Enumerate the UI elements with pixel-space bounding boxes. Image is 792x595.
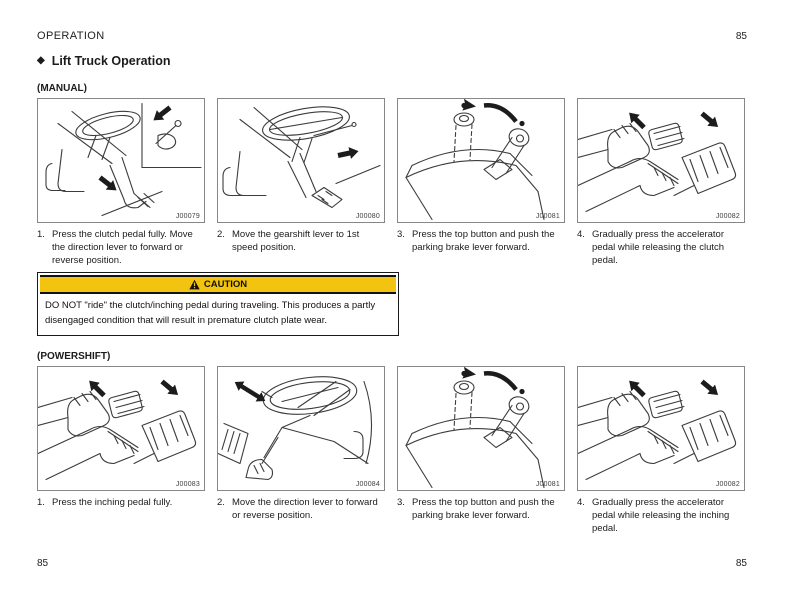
caption-number: 3. (397, 229, 405, 240)
caution-box: CAUTION DO NOT "ride" the clutch/inching… (37, 272, 399, 336)
caption-number: 2. (217, 229, 225, 240)
figure-code: J00081 (535, 481, 560, 488)
caption-text: Press the inching pedal fully. (52, 497, 173, 508)
caption-item: 2. Move the gearshift lever to 1st speed… (217, 228, 385, 267)
parking-brake-illustration-icon (398, 99, 564, 222)
page-title: ◆ Lift Truck Operation (37, 54, 747, 68)
caption-text: Press the clutch pedal fully. Move the d… (52, 229, 193, 266)
caption-number: 4. (577, 497, 585, 508)
figure-panel: J00081 (397, 366, 565, 491)
parking-brake-illustration-icon (398, 367, 564, 490)
caption-row-powershift: 1. Press the inching pedal fully. 2. Mov… (37, 496, 747, 535)
figure-code: J00079 (175, 213, 200, 220)
header-section-title: OPERATION (37, 30, 105, 42)
caution-label: CAUTION (203, 279, 248, 290)
figure-code: J00084 (355, 481, 380, 488)
page-header: OPERATION 85 (37, 30, 747, 42)
caption-item: 3. Press the top button and push the par… (397, 228, 565, 267)
pedals-feet-illustration-icon (578, 375, 737, 481)
warning-triangle-icon (189, 279, 200, 290)
clutch-pedal-illustration-icon (45, 102, 202, 217)
page-number-top: 85 (735, 31, 747, 42)
diamond-bullet-icon: ◆ (37, 55, 45, 66)
page-title-text: Lift Truck Operation (51, 54, 171, 68)
section-label-manual: (MANUAL) (37, 83, 87, 94)
caption-item: 3. Press the top button and push the par… (397, 496, 565, 535)
figure-panel: J00079 (37, 98, 205, 223)
caption-text: Gradually press the accelerator pedal wh… (592, 497, 730, 534)
caution-body-text: DO NOT "ride" the clutch/inching pedal d… (45, 300, 376, 326)
figure-row-powershift: J00083 J00084 J00081 J00082 (37, 366, 747, 491)
figure-code: J00082 (715, 213, 740, 220)
caption-row-manual: 1. Press the clutch pedal fully. Move th… (37, 228, 747, 267)
figure-code: J00081 (535, 213, 560, 220)
caption-item: 2. Move the direction lever to forward o… (217, 496, 385, 535)
caution-header: CAUTION (40, 275, 396, 294)
pedals-feet-illustration-icon (578, 107, 737, 213)
caption-item: 4. Gradually press the accelerator pedal… (577, 496, 745, 535)
page-footer: 85 85 (37, 558, 747, 569)
caption-text: Press the top button and push the parkin… (412, 497, 555, 521)
caption-number: 2. (217, 497, 225, 508)
figure-panel: J00082 (577, 98, 745, 223)
figure-panel: J00081 (397, 98, 565, 223)
caption-item: 1. Press the inching pedal fully. (37, 496, 205, 535)
figure-code: J00080 (355, 213, 380, 220)
direction-lever-illustration-icon (218, 371, 373, 481)
page-number-bottom-left: 85 (37, 558, 49, 569)
caption-number: 1. (37, 497, 45, 508)
inching-pedal-illustration-icon (38, 375, 197, 481)
caption-text: Gradually press the accelerator pedal wh… (592, 229, 725, 266)
figure-panel: J00082 (577, 366, 745, 491)
figure-panel: J00083 (37, 366, 205, 491)
section-label-powershift: (POWERSHIFT) (37, 351, 111, 362)
caption-number: 4. (577, 229, 585, 240)
caption-item: 1. Press the clutch pedal fully. Move th… (37, 228, 205, 267)
figure-code: J00082 (715, 481, 740, 488)
caption-text: Move the gearshift lever to 1st speed po… (232, 229, 360, 253)
caption-text: Move the direction lever to forward or r… (232, 497, 378, 521)
page-number-bottom-right: 85 (735, 558, 747, 569)
caption-item: 4. Gradually press the accelerator pedal… (577, 228, 745, 267)
figure-panel: J00084 (217, 366, 385, 491)
caption-number: 3. (397, 497, 405, 508)
figure-panel: J00080 (217, 98, 385, 223)
figure-code: J00083 (175, 481, 200, 488)
caption-text: Press the top button and push the parkin… (412, 229, 555, 253)
figure-row-manual: J00079 J00080 J00081 J00082 (37, 98, 747, 223)
gearshift-lever-illustration-icon (222, 100, 381, 209)
caption-number: 1. (37, 229, 45, 240)
